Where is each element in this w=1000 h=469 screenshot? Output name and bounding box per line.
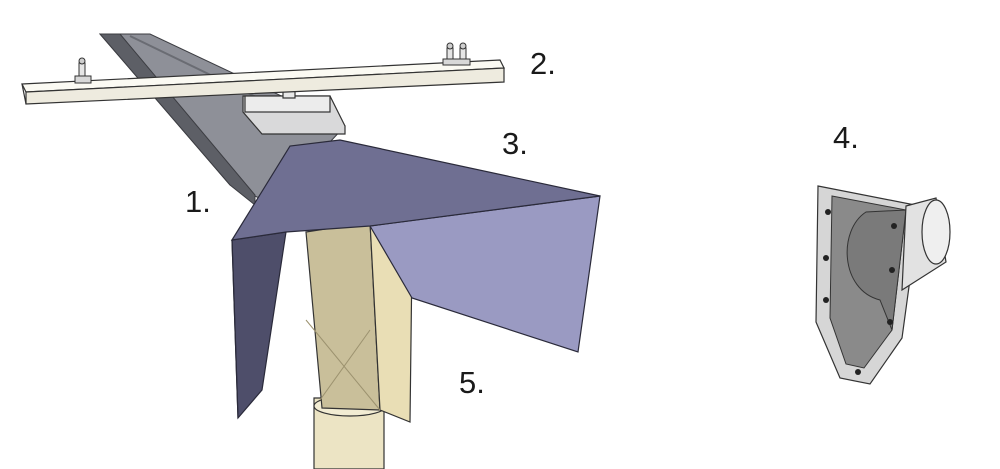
nozzle-front: [305, 221, 381, 411]
clamp-right: [442, 42, 471, 66]
clamp-left: [74, 57, 92, 84]
crossbeam: [21, 42, 505, 105]
callout-1: 1.: [185, 184, 211, 219]
hood-top: [230, 139, 601, 241]
adapter: [815, 185, 951, 385]
hood: [230, 139, 601, 420]
adapter-outlet: [921, 199, 951, 265]
callout-2: 2.: [530, 46, 556, 81]
rail-side-face: [98, 33, 256, 207]
callout-5: 5.: [459, 365, 485, 400]
callout-3: 3.: [502, 126, 528, 161]
callout-4: 4.: [833, 120, 859, 155]
adapter-opening: [846, 209, 907, 331]
crossbeam-front: [25, 67, 505, 105]
adapter-bolt-holes: [823, 209, 897, 375]
hood-left-wall: [231, 231, 287, 420]
